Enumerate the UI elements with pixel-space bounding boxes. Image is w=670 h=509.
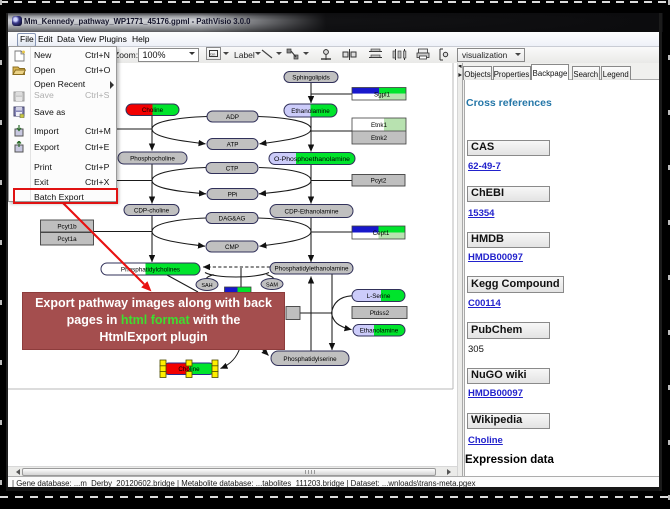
svg-text:Choline: Choline [142, 107, 164, 114]
svg-text:Pcyt1a: Pcyt1a [57, 236, 77, 243]
svg-text:Phosphatidylserine: Phosphatidylserine [283, 356, 337, 363]
svg-text:Phosphocholine: Phosphocholine [130, 155, 175, 162]
svg-text:PPi: PPi [228, 192, 238, 199]
svg-text:CDP-choline: CDP-choline [134, 208, 170, 215]
svg-text:Pcyt1b: Pcyt1b [57, 223, 77, 230]
svg-text:Phosphatidylcholines: Phosphatidylcholines [121, 266, 180, 273]
svg-text:DAG&AG: DAG&AG [219, 216, 246, 223]
svg-text:ADP: ADP [226, 114, 239, 121]
svg-text:Etnk1: Etnk1 [371, 122, 388, 129]
svg-text:CMP: CMP [225, 244, 239, 251]
svg-text:O-Phosphoethanolamine: O-Phosphoethanolamine [274, 156, 351, 163]
svg-text:SAM: SAM [266, 283, 278, 289]
svg-text:Phosphatidylethanolamine: Phosphatidylethanolamine [275, 266, 349, 273]
svg-text:CTP: CTP [226, 166, 239, 173]
svg-text:ATP: ATP [227, 142, 239, 149]
svg-text:Pcyt2: Pcyt2 [371, 178, 387, 185]
svg-text:Ptdss2: Ptdss2 [370, 310, 390, 317]
svg-text:Cept1: Cept1 [373, 230, 390, 237]
svg-text:Etnk2: Etnk2 [371, 135, 388, 142]
svg-text:Gn: Gn [210, 52, 215, 57]
svg-text:Choline: Choline [178, 366, 200, 373]
svg-text:SAH: SAH [201, 283, 212, 289]
svg-text:Sgpl1: Sgpl1 [374, 92, 391, 99]
svg-text:Ethanolamine: Ethanolamine [291, 108, 330, 115]
svg-text:L-Serine: L-Serine [367, 293, 391, 300]
svg-text:Sphingolipids: Sphingolipids [292, 74, 329, 81]
svg-text:CDP-Ethanolamine: CDP-Ethanolamine [285, 208, 339, 215]
svg-text:Ethanolamine: Ethanolamine [360, 328, 399, 335]
